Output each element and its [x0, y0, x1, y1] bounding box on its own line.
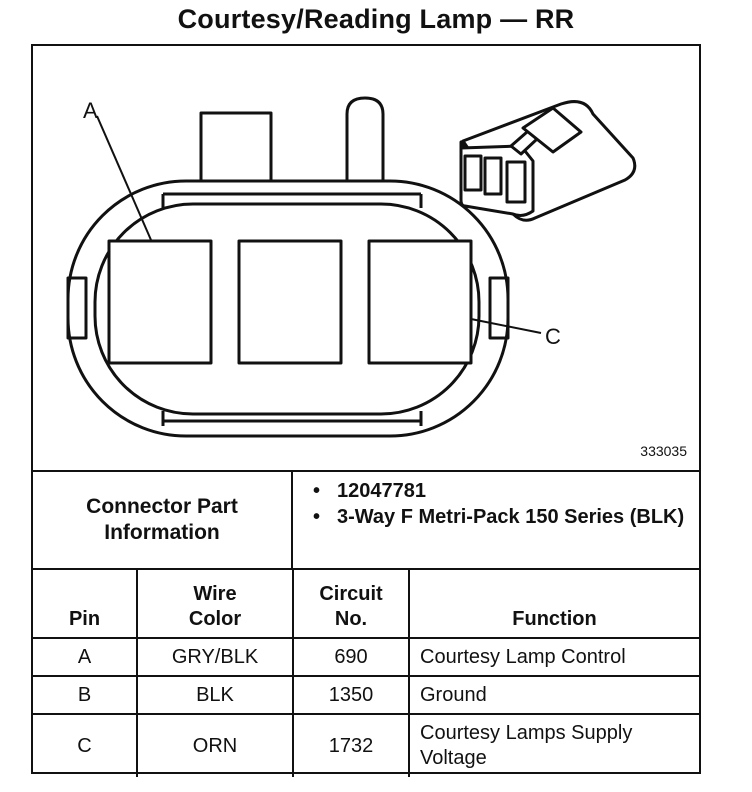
cavity-c — [367, 239, 473, 365]
connector-housing-inner — [93, 202, 481, 416]
table-row: A GRY/BLK 690 Courtesy Lamp Control — [33, 637, 699, 677]
callout-c-label: C — [545, 324, 561, 349]
header-wire-color: Wire Color — [136, 570, 294, 639]
function-cell: Ground — [408, 675, 699, 715]
connector-part-info-label-cell: Connector Part Information — [33, 472, 293, 568]
header-circuit-text: Circuit No. — [319, 583, 383, 630]
function-cell: Courtesy Lamps Supply Voltage — [408, 713, 699, 777]
header-pin: Pin — [33, 570, 138, 639]
function-cell-text: Courtesy Lamps Supply Voltage — [420, 722, 633, 769]
part-number: 12047781 — [337, 480, 426, 502]
wire-color-cell: ORN — [136, 713, 294, 777]
connector-tab — [199, 111, 273, 191]
bullet: • — [313, 480, 321, 502]
figure-id: 333035 — [640, 443, 687, 459]
diagram-frame: A C 333035 Connector Part Information • … — [31, 44, 701, 777]
connector-part-info: Connector Part Information • 12047781 • … — [33, 470, 699, 570]
table-header-row: Pin Wire Color Circuit No. Function — [33, 570, 699, 639]
callout-c-leader — [470, 318, 542, 334]
pin-cell: C — [33, 713, 138, 777]
header-function: Function — [408, 570, 699, 639]
pin-cell: B — [33, 675, 138, 715]
connector-figure: A C 333035 — [33, 46, 699, 470]
circuit-cell: 690 — [292, 637, 410, 677]
function-cell: Courtesy Lamp Control — [408, 637, 699, 677]
table-row: B BLK 1350 Ground — [33, 675, 699, 715]
pin-cell: A — [33, 637, 138, 677]
cavity-a — [107, 239, 213, 365]
cavity-b — [237, 239, 343, 365]
wire-color-cell: GRY/BLK — [136, 637, 294, 677]
pinout-table: Pin Wire Color Circuit No. Function A GR… — [33, 570, 699, 777]
side-key-right — [488, 276, 510, 340]
bullet: • — [313, 506, 321, 528]
info-item: • 3-Way F Metri-Pack 150 Series (BLK) — [293, 504, 693, 530]
wire-color-cell: BLK — [136, 675, 294, 715]
callout-a-label: A — [83, 98, 98, 123]
side-key-left — [66, 276, 88, 340]
circuit-cell: 1350 — [292, 675, 410, 715]
connector-part-info-list: • 12047781 • 3-Way F Metri-Pack 150 Seri… — [293, 478, 693, 530]
diagram-title: Courtesy/Reading Lamp — RR — [177, 4, 575, 34]
info-item: • 12047781 — [293, 478, 693, 504]
header-circuit: Circuit No. — [292, 570, 410, 639]
callout-a-leader — [96, 115, 152, 241]
table-row: C ORN 1732 Courtesy Lamps Supply Voltage — [33, 713, 699, 777]
connector-part-info-label: Connector Part Information — [86, 495, 238, 544]
header-wire-color-text: Wire Color — [188, 583, 242, 630]
connector-face-drawing — [66, 96, 637, 438]
connector-description: 3-Way F Metri-Pack 150 Series (BLK) — [337, 506, 685, 528]
connector-iso-view — [459, 100, 637, 222]
circuit-cell: 1732 — [292, 713, 410, 777]
